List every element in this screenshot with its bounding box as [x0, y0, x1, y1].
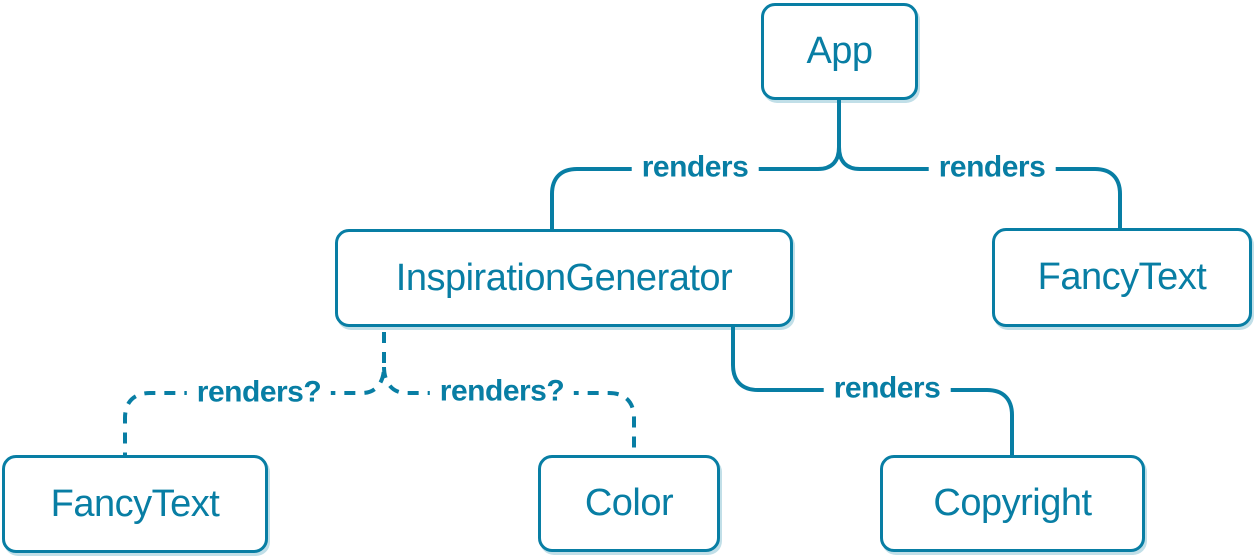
node-fancy-text-top-label: FancyText: [1037, 256, 1207, 298]
node-copyright: Copyright: [880, 455, 1145, 552]
edge-inspirationgenerator-to-fancytext-conditional: [123, 332, 386, 455]
edge-app-to-fancytext: [837, 146, 1122, 228]
node-fancy-text-bottom-label: FancyText: [50, 482, 220, 525]
node-inspiration-generator: InspirationGenerator: [335, 229, 793, 327]
edge-label-renders-conditional-fancytext: renders?: [186, 373, 332, 412]
edge-inspirationgenerator-to-color-conditional: [382, 366, 636, 455]
node-fancy-text-top: FancyText: [992, 228, 1252, 327]
node-copyright-label: Copyright: [933, 482, 1092, 524]
edge-label-renders-app-fancytext: renders: [928, 148, 1056, 187]
edge-label-renders-conditional-color: renders?: [429, 372, 575, 411]
node-app-label: App: [806, 30, 873, 72]
node-inspiration-generator-label: InspirationGenerator: [395, 256, 733, 299]
edge-label-renders-app-inspirationgenerator: renders: [631, 148, 759, 187]
node-color: Color: [538, 455, 720, 552]
node-app: App: [761, 3, 918, 100]
node-color-label: Color: [584, 482, 674, 524]
node-fancy-text-bottom: FancyText: [2, 455, 268, 553]
edge-label-renders-inspirationgenerator-copyright: renders: [823, 369, 951, 408]
